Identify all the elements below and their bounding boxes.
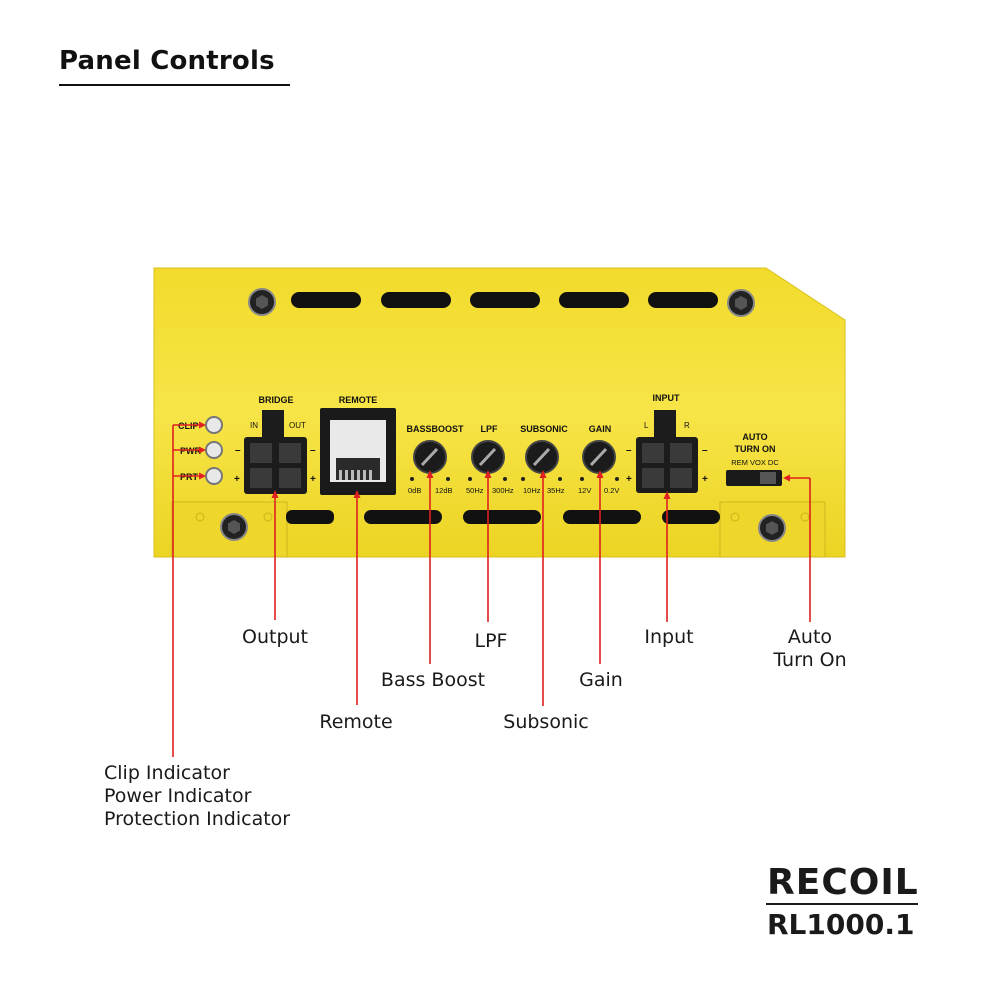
callout-auto-line2: Turn On	[773, 649, 847, 671]
knob-min: 0dB	[408, 486, 421, 495]
knob-min: 10Hz	[523, 486, 541, 495]
callout-protection-indicator: Protection Indicator	[104, 808, 291, 830]
input-label: INPUT	[653, 393, 681, 403]
svg-text:–: –	[702, 445, 708, 456]
hex-screw	[727, 289, 755, 317]
knob-max: 35Hz	[547, 486, 565, 495]
brand-divider	[766, 903, 918, 905]
hex-screw	[220, 513, 248, 541]
page-title: Panel Controls	[59, 46, 275, 76]
vent-slots-top	[291, 292, 718, 308]
callout-input: Input	[644, 626, 694, 648]
remote-label: REMOTE	[339, 395, 378, 405]
bridge-label: BRIDGE	[258, 395, 293, 405]
auto-modes-label: REM VOX DC	[731, 458, 779, 467]
vent-slots-bottom	[286, 510, 720, 524]
svg-text:–: –	[310, 445, 316, 456]
callout-power-indicator: Power Indicator	[104, 785, 252, 807]
lpf-knob[interactable]: LPF 50Hz 300Hz	[466, 424, 514, 495]
bassboost-knob[interactable]: BASSBOOST 0dB 12dB	[406, 424, 464, 495]
input-right-label: R	[684, 421, 690, 430]
svg-text:–: –	[235, 445, 241, 456]
input-left-label: L	[644, 421, 649, 430]
knob-min: 50Hz	[466, 486, 484, 495]
mounting-foot-left	[171, 501, 288, 558]
knob-max: 12dB	[435, 486, 453, 495]
hex-screw	[248, 288, 276, 316]
auto-label-1: AUTO	[742, 432, 767, 442]
callout-auto-line1: Auto	[787, 626, 833, 648]
callout-subsonic: Subsonic	[503, 711, 589, 733]
gain-knob[interactable]: GAIN 12V 0.2V	[578, 424, 619, 495]
callout-bass-boost: Bass Boost	[380, 669, 486, 691]
callout-output: Output	[242, 626, 308, 648]
knob-max: 300Hz	[492, 486, 514, 495]
knob-min: 12V	[578, 486, 591, 495]
remote-port[interactable]: REMOTE	[320, 395, 396, 495]
led-label: PWR	[180, 446, 201, 456]
led-label: PRT	[180, 472, 199, 482]
callout-clip-indicator: Clip Indicator	[104, 762, 230, 784]
bridge-in-label: IN	[250, 421, 258, 430]
svg-text:+: +	[310, 474, 316, 485]
knob-label: LPF	[481, 424, 499, 434]
hex-screw	[758, 514, 786, 542]
callout-lines	[172, 421, 811, 757]
auto-label-2: TURN ON	[735, 444, 776, 454]
output-connector[interactable]: BRIDGE IN OUT – + – +	[234, 395, 316, 494]
svg-text:–: –	[626, 445, 632, 456]
callout-remote: Remote	[319, 711, 393, 733]
led-clip: CLIP	[178, 416, 223, 434]
svg-text:+: +	[626, 474, 632, 485]
bridge-out-label: OUT	[289, 421, 306, 430]
knob-label: GAIN	[589, 424, 612, 434]
callout-lpf: LPF	[474, 630, 508, 652]
svg-text:+: +	[234, 474, 240, 485]
brand-logo: RECOIL	[767, 862, 919, 903]
knob-label: BASSBOOST	[406, 424, 464, 434]
callout-auto-turn-on: Auto Turn On	[773, 626, 846, 672]
title-underline	[59, 84, 290, 86]
led-label: CLIP	[178, 421, 199, 431]
callout-indicators: Clip Indicator Power Indicator Protectio…	[104, 762, 290, 831]
callout-gain: Gain	[579, 669, 623, 691]
svg-text:+: +	[702, 474, 708, 485]
auto-turn-on-switch[interactable]: AUTO TURN ON REM VOX DC	[726, 432, 782, 486]
model-number: RL1000.1	[767, 908, 915, 941]
knob-max: 0.2V	[604, 486, 619, 495]
input-connector[interactable]: INPUT L R – + – +	[626, 393, 708, 493]
knob-label: SUBSONIC	[520, 424, 568, 434]
